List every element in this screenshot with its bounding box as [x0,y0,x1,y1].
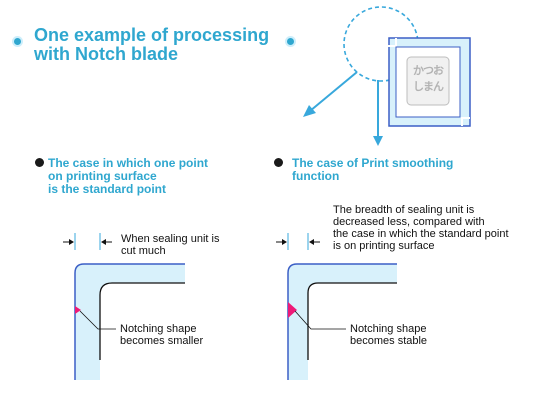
label-sample-text: かつお しまん [407,63,449,95]
case1-print-edge [99,282,185,360]
case2-width-arrowhead-right [309,239,314,245]
case1-heading-line-1: The case in which one point [48,156,209,170]
case2-blade-band [288,264,397,380]
title-dot-right [287,38,294,45]
case1-width-note-line-2: cut much [121,245,166,257]
case2-bullet [274,158,283,167]
case2-width-note-line-3: the case in which the standard point [333,228,509,240]
case2-width-note: The breadth of sealing unit is decreased… [333,204,538,252]
case1-notch-note: Notching shape becomes smaller [120,323,240,347]
case1-width-arrowhead-right [101,239,106,245]
case2-notch-leader [294,310,346,330]
print-block [406,56,450,106]
case2-notch-note-line-1: Notching shape [350,323,427,335]
case1-blade-band [75,264,185,380]
label-corner-top [388,38,397,47]
case2-width-note-line-1: The breadth of sealing unit is [333,204,475,216]
title-line-1: One example of processing [34,25,270,45]
case1-notch-note-line-1: Notching shape [120,323,197,335]
case2-width-note-line-4: is on printing surface [333,240,435,252]
title-dot-left [14,38,21,45]
case2-heading-line-1: The case of Print smoothing [292,156,454,170]
case1-blade-outline [74,263,185,380]
case2-width-arrowhead-left [282,239,287,245]
case2-width-note-line-2: decreased less, compared with [333,216,485,228]
case1-bullet [35,158,44,167]
case1-notch-leader [79,310,116,330]
case1-notch [75,306,81,314]
page-title: One example of processing with Notch bla… [34,26,269,64]
case2-blade-outline [287,263,397,380]
arrow-down-head [373,136,383,146]
case1-width-note-line-1: When sealing unit is [121,233,220,245]
case1-width-note: When sealing unit is cut much [121,233,251,257]
case1-heading-line-3: is the standard point [48,182,167,196]
case1-width-arrowhead-left [69,239,74,245]
case2-notch [288,302,297,318]
title-line-2: with Notch blade [34,44,178,64]
case2-heading-line-2: function [292,169,340,183]
case2-print-edge [307,282,397,360]
case1-notch-note-line-2: becomes smaller [120,335,204,347]
case1-heading-line-2: on printing surface [48,169,157,183]
label-sample-row-2: しまん [413,81,444,93]
case2-notch-note: Notching shape becomes stable [350,323,470,347]
case2-notch-note-line-2: becomes stable [350,335,428,347]
case2-heading: The case of Print smoothing function [292,157,522,183]
case1-heading: The case in which one point on printing … [48,157,258,196]
arrow-left-line [309,71,358,112]
label-sample-row-1: かつお [413,65,444,77]
label-corner-bottom [461,117,470,126]
arrow-left-head [303,105,316,117]
